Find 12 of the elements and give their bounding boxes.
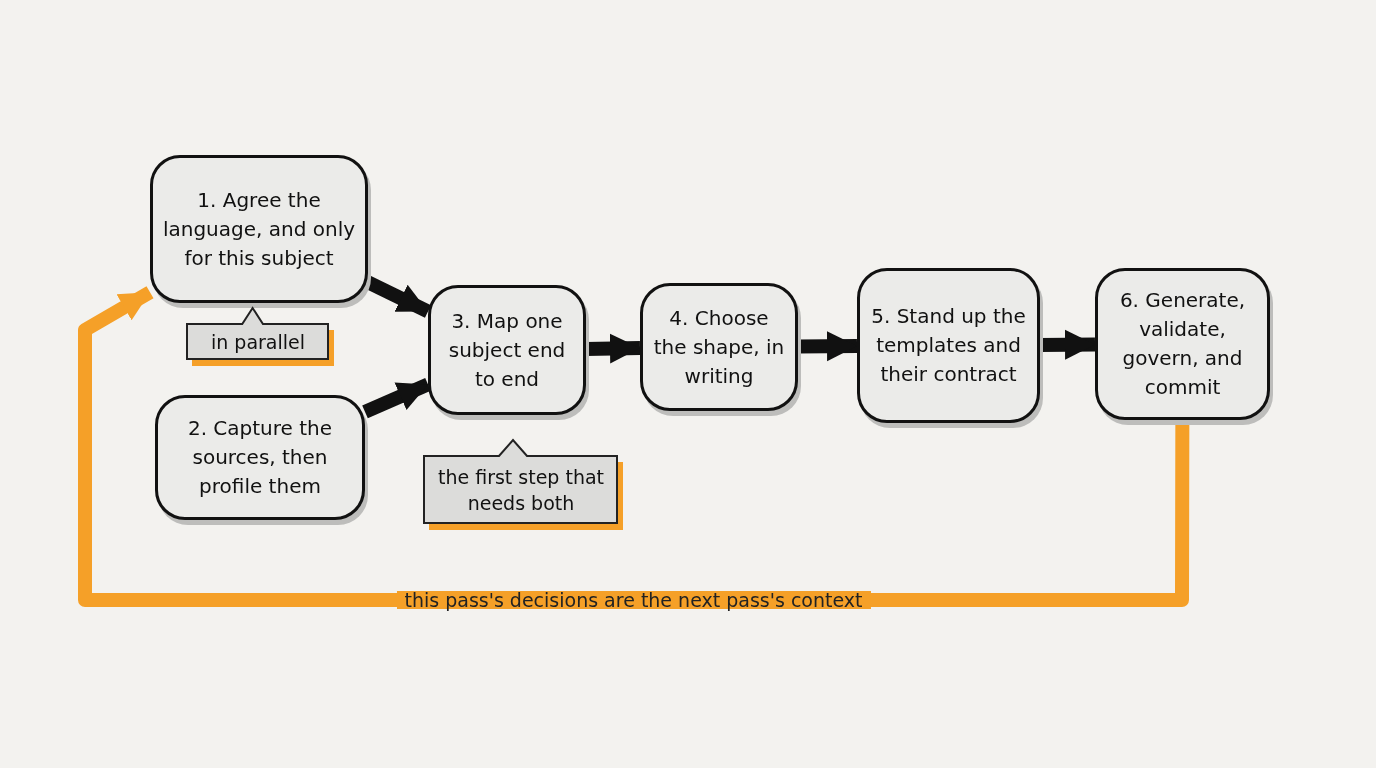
- callout-note: [423, 438, 623, 530]
- step-text: 1. Agree the language, and only for this subject: [161, 186, 357, 272]
- step-text: 6. Generate, validate, govern, and commit: [1118, 287, 1247, 401]
- note-text: in parallel: [210, 329, 305, 355]
- edge-label: this pass's decisions are the next pass's context: [396, 591, 871, 609]
- callout-note: [186, 306, 334, 366]
- arrow: [362, 377, 431, 419]
- step-text: 3. Map one subject end to end: [447, 307, 567, 393]
- step-text: 2. Capture the sources, then profile them: [186, 415, 334, 500]
- step-text: 5. Stand up the templates and their contract: [870, 303, 1027, 388]
- note-text: the first step that needs both: [436, 464, 606, 516]
- step-text: 4. Choose the shape, in writing: [652, 304, 786, 390]
